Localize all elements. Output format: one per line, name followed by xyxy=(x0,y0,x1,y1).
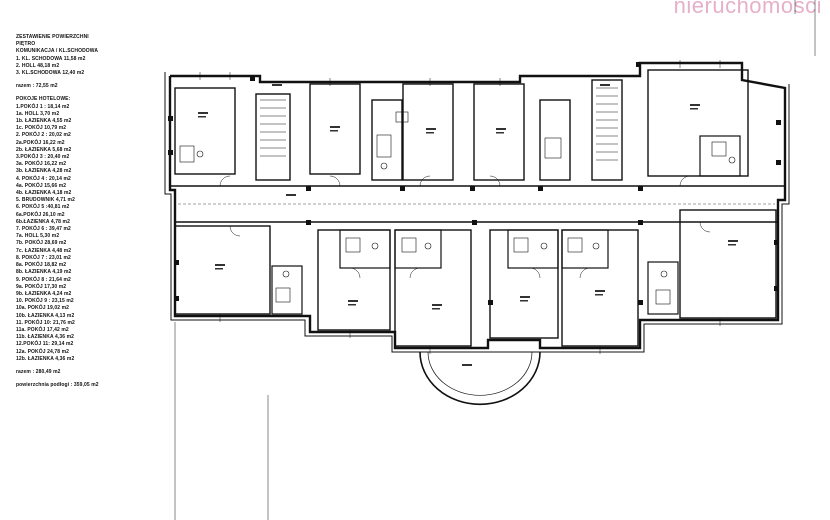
legend-item: 10. POKÓJ 9 : 23,15 m2 xyxy=(16,298,74,305)
legend-item: 10a. POKÓJ 19,02 m2 xyxy=(16,305,70,312)
legend-item: 11b. ŁAZIENKA 4,36 m2 xyxy=(16,334,75,341)
outer-wall xyxy=(168,61,787,350)
stair-well xyxy=(591,79,623,181)
legend-item: 9a. POKÓJ 17,30 m2 xyxy=(16,283,67,290)
room-wall xyxy=(402,83,454,181)
legend-item: 11. POKÓJ 10: 21,76 m2 xyxy=(16,319,75,326)
room-labels xyxy=(198,84,738,366)
stair-well xyxy=(255,93,291,181)
bathroom-wall xyxy=(561,229,609,269)
room-wall xyxy=(317,229,391,331)
door-swings xyxy=(219,175,711,279)
bathroom-wall xyxy=(339,229,391,269)
room-wall xyxy=(539,99,571,181)
legend-item: 3a. POKÓJ 16,22 m2 xyxy=(16,161,67,168)
bathroom-fixtures xyxy=(179,111,736,305)
legend-item: 1b. ŁAZIENKA 4,55 m2 xyxy=(16,118,72,125)
legend-item: 3b. ŁAZIENKA 4,28 m2 xyxy=(16,168,72,175)
watermark-logo: nieruchomości xyxy=(673,0,822,18)
legend-item: 7c. ŁAZIENKA 4,48 m2 xyxy=(16,247,72,254)
terrace-arc xyxy=(419,351,541,406)
communication-total: razem : 72,55 m2 xyxy=(16,83,58,90)
outer-wall xyxy=(164,72,790,353)
legend-item: 7a. HOLL 5,30 m2 xyxy=(16,233,60,240)
legend-item: 8. POKÓJ 7 : 23,01 m2 xyxy=(16,254,71,261)
legend-item: 5. BRUDOWNIK 4,71 m2 xyxy=(16,197,75,204)
legend-item: 3. KL.SCHODOWA 12,40 m2 xyxy=(16,70,85,77)
legend-item: 6. POKÓJ 5 :40,81 m2 xyxy=(16,204,70,211)
room-wall xyxy=(647,69,749,177)
legend-item: 2. HOLL 48,18 m2 xyxy=(16,62,60,69)
legend-header-line: PIĘTRO xyxy=(16,41,36,48)
legend-item: 10b. ŁAZIENKA 4,13 m2 xyxy=(16,312,75,319)
legend-item: 1. KL. SCHODOWA 11,58 m2 xyxy=(16,55,86,62)
legend-item: 12a. POKÓJ 24,78 m2 xyxy=(16,348,70,355)
room-wall xyxy=(394,229,472,347)
legend-item: 11a. POKÓJ 17,42 m2 xyxy=(16,326,69,333)
room-wall xyxy=(371,99,403,181)
legend-item: 12.POKÓJ 11: 29,14 m2 xyxy=(16,341,74,348)
legend-item: 3.POKÓJ 3 : 20,40 m2 xyxy=(16,154,70,161)
room-wall xyxy=(489,229,559,339)
legend-item: 1a. HOLL 3,70 m2 xyxy=(16,110,60,117)
bathroom-wall xyxy=(647,261,679,315)
legend-item: 6a.POKÓJ 26,10 m2 xyxy=(16,211,65,218)
legend-item: 2a.POKÓJ 16,22 m2 xyxy=(16,139,65,146)
legend-header-line: ZESTAWIENIE POWIERZCHNI xyxy=(16,34,89,40)
legend-item: 9b. ŁAZIENKA 4,24 m2 xyxy=(16,290,72,297)
window-marks xyxy=(199,60,721,354)
floor-total: powierzchnia podłogi : 359,05 m2 xyxy=(16,382,99,389)
legend-item: 9. POKÓJ 8 : 21,64 m2 xyxy=(16,276,71,283)
hotel-total: razem : 280,49 m2 xyxy=(16,368,61,375)
terrace-arc xyxy=(427,351,533,396)
legend-item: 7. POKÓJ 6 : 39,47 m2 xyxy=(16,226,71,233)
room-wall xyxy=(174,87,236,175)
room-wall xyxy=(309,83,361,175)
legend-item: 1c. POKÓJ 10,79 m2 xyxy=(16,125,67,132)
bathroom-wall xyxy=(271,265,303,315)
stair-treads xyxy=(260,87,618,161)
legend-header-line: KOMUNIKACJA / KL.SCHODOWA xyxy=(16,48,99,55)
legend-item: 7b. POKÓJ 28,69 m2 xyxy=(16,240,67,247)
room-wall xyxy=(561,229,639,347)
legend-item: 4b. ŁAZIENKA 4,18 m2 xyxy=(16,190,72,197)
legend-item: 8b. ŁAZIENKA 4,19 m2 xyxy=(16,269,72,276)
room-wall xyxy=(473,83,525,181)
legend-item: 6b.ŁAZIENKA 4,78 m2 xyxy=(16,218,70,225)
room-wall xyxy=(679,209,777,319)
legend-item: 12b. ŁAZIENKA 4,36 m2 xyxy=(16,355,75,362)
area-legend: ZESTAWIENIE POWIERZCHNI PIĘTRO KOMUNIKAC… xyxy=(16,34,156,389)
structural-columns xyxy=(168,62,781,305)
legend-item: 1.POKÓJ 1 : 18,14 m2 xyxy=(16,103,70,110)
hotel-rooms-header: POKOJE HOTELOWE: xyxy=(16,96,71,103)
legend-item: 4. POKÓJ 4 : 20,14 m2 xyxy=(16,175,71,182)
legend-item: 8a. POKÓJ 18,82 m2 xyxy=(16,262,67,269)
bathroom-wall xyxy=(507,229,559,269)
room-wall xyxy=(174,225,271,315)
legend-item: 2. POKÓJ 2 : 20,02 m2 xyxy=(16,132,71,139)
legend-item: 4a. POKÓJ 15,66 m2 xyxy=(16,182,67,189)
legend-item: 2b. ŁAZIENKA 5,68 m2 xyxy=(16,146,72,153)
room-wall xyxy=(699,135,741,177)
